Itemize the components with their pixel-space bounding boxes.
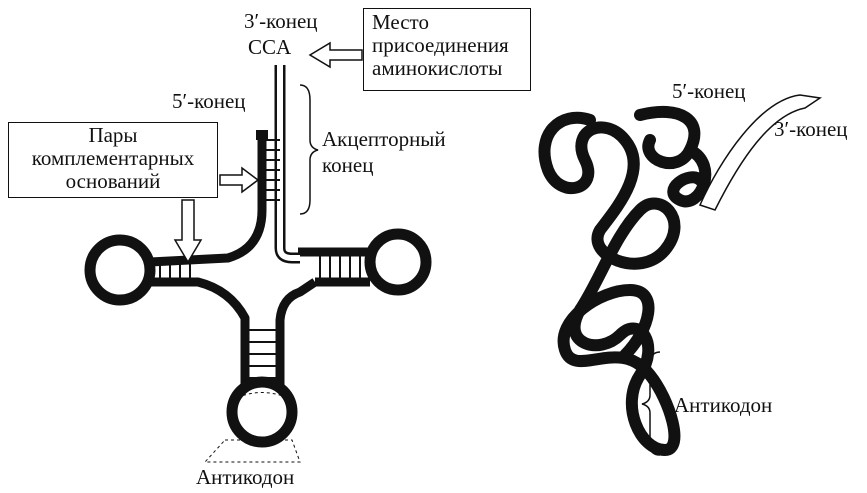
arrow-base-pairs-right <box>220 168 258 192</box>
arrow-base-pairs-down <box>175 200 201 262</box>
acceptor-end-label-1: Акцепторный <box>322 128 446 151</box>
acceptor-end-label-2: конец <box>322 154 373 177</box>
five-prime-end-label-right: 5′-конец <box>672 80 746 103</box>
ribbon-tail <box>700 95 820 210</box>
base-pairs-box: Пары комплементарных оснований <box>8 122 218 198</box>
attachment-site-line-2: присоединения <box>372 34 526 57</box>
arrow-attachment <box>310 43 362 67</box>
base-pairs-line-2: комплементарных <box>13 147 213 170</box>
three-prime-end-label: 3′-конец <box>244 10 318 33</box>
attachment-site-line-1: Место <box>372 11 526 34</box>
base-pairs-line-3: оснований <box>13 170 213 193</box>
anticodon-label-left: Антикодон <box>196 466 294 489</box>
five-prime-end-label: 5′-конец <box>172 90 246 113</box>
attachment-site-line-3: аминокислоты <box>372 57 526 80</box>
anticodon-loop <box>232 382 292 442</box>
d-loop <box>90 240 150 300</box>
anticodon-label-right: Антикодон <box>674 394 772 417</box>
attachment-site-box: Место присоединения аминокислоты <box>363 8 531 91</box>
t-loop <box>370 234 426 290</box>
cca-label: CCA <box>248 36 291 59</box>
three-prime-end-label-right: 3′-конец <box>774 118 848 141</box>
base-pairs-line-1: Пары <box>13 124 213 147</box>
